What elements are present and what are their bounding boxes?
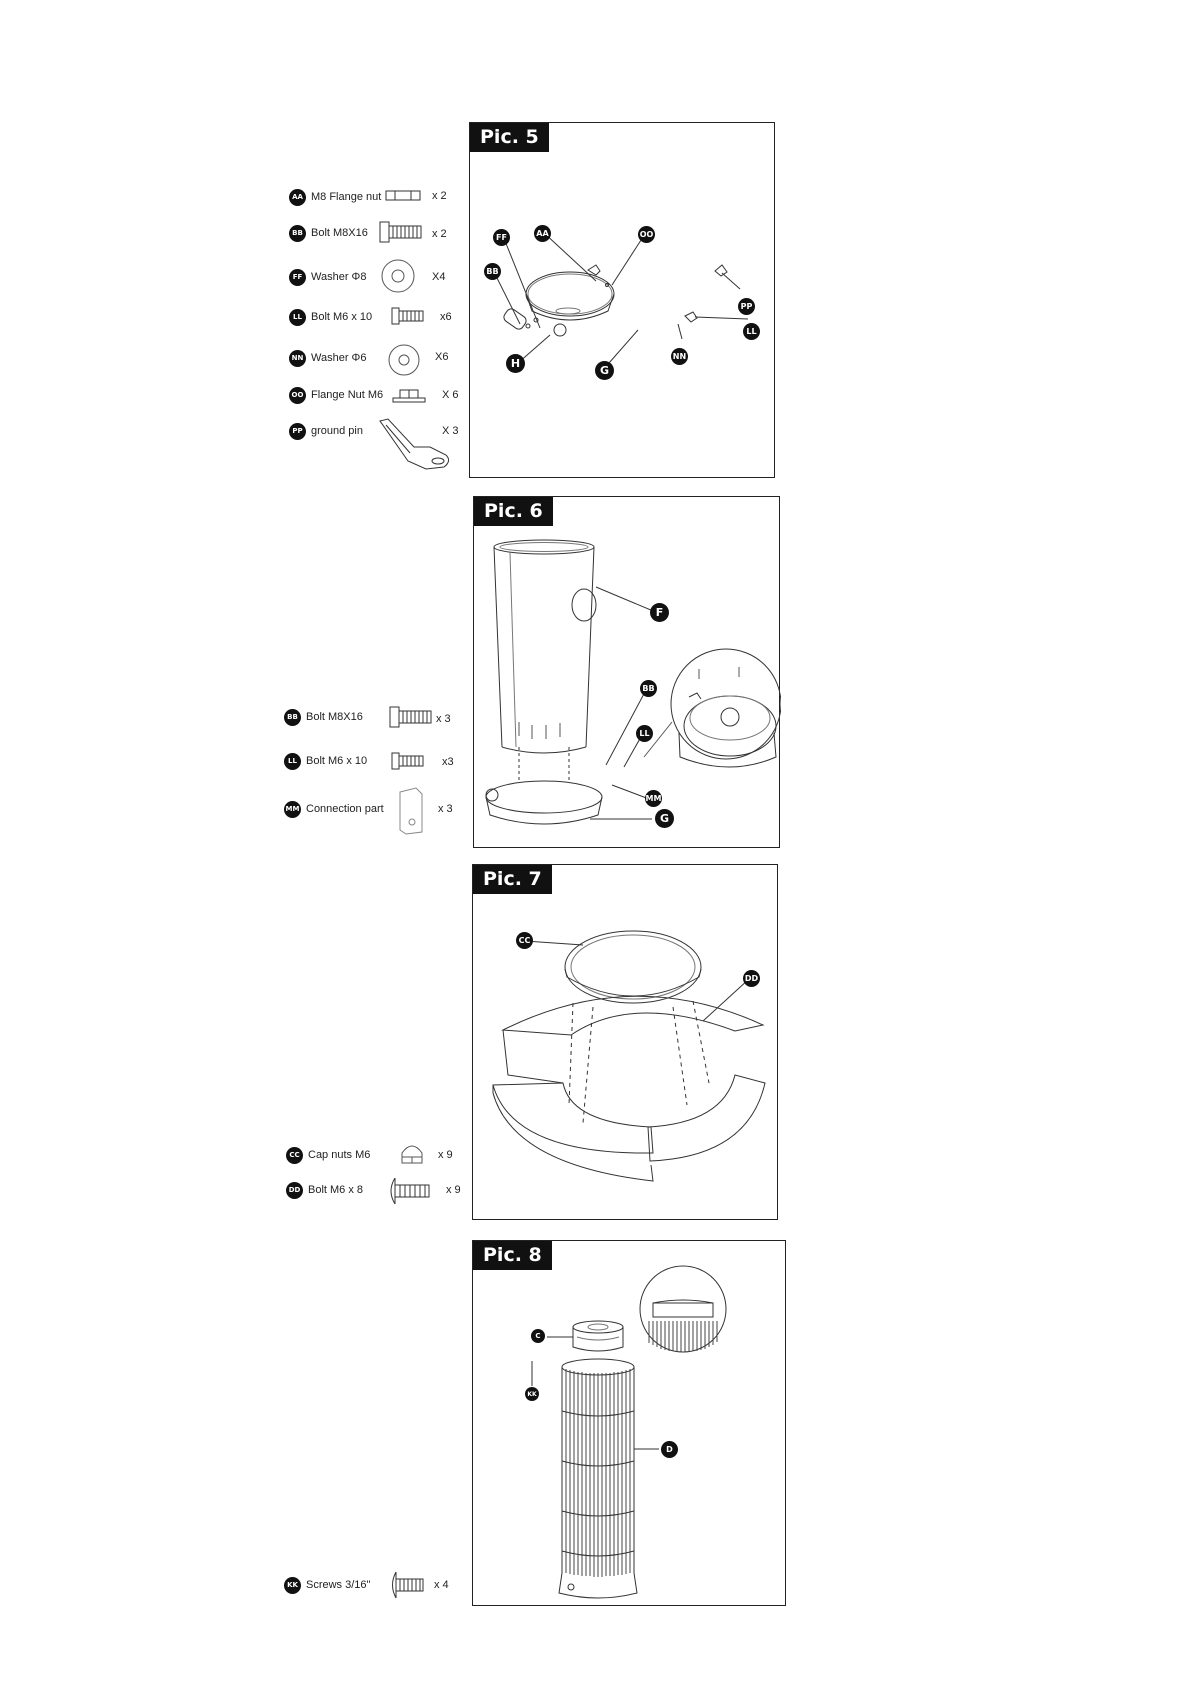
part-ll: LL Bolt M6 x 10 bbox=[289, 305, 372, 329]
pic7-label: Pic. 7 bbox=[473, 865, 552, 894]
part-dd: DD Bolt M6 x 8 bbox=[286, 1178, 363, 1202]
pic8-illustration bbox=[531, 1265, 727, 1599]
pic6-callout-ll: LL bbox=[636, 725, 653, 742]
pic6-panel: Pic. 6 bbox=[473, 496, 781, 848]
part-qty: X4 bbox=[432, 271, 446, 283]
part-qty: x 4 bbox=[434, 1579, 449, 1591]
part-code-badge: LL bbox=[289, 308, 306, 326]
pic7-callout-cc: CC bbox=[516, 932, 533, 949]
part-code-badge: KK bbox=[284, 1576, 301, 1594]
ground-pin-icon bbox=[379, 418, 450, 470]
part-name: ground pin bbox=[311, 425, 363, 437]
pic5-callout-bb: BB bbox=[484, 263, 501, 280]
part-qty: x6 bbox=[440, 311, 452, 323]
part-qty: X 6 bbox=[442, 389, 459, 401]
part-code-badge: AA bbox=[289, 188, 306, 206]
pic7-callout-dd: DD bbox=[743, 970, 760, 987]
part-qty: x 2 bbox=[432, 190, 447, 202]
part-mm: MM Connection part bbox=[284, 797, 384, 821]
part-code-badge: DD bbox=[286, 1181, 303, 1199]
part-code-badge: LL bbox=[284, 752, 301, 770]
part-qty: x 3 bbox=[438, 803, 453, 815]
pic6-callout-mm: MM bbox=[645, 790, 662, 807]
part-bb: BB Bolt M8X16 bbox=[284, 705, 363, 729]
part-name: Flange Nut M6 bbox=[311, 389, 384, 401]
part-ff: FF Washer Φ8 bbox=[289, 265, 366, 289]
flange-nut-m6-icon bbox=[392, 389, 426, 403]
part-aa: AA M8 Flange nut bbox=[289, 185, 381, 209]
part-name: Bolt M6 x 8 bbox=[308, 1184, 364, 1196]
part-qty: x 2 bbox=[432, 228, 447, 240]
washer-m6-icon bbox=[388, 344, 420, 376]
part-code-badge: BB bbox=[284, 708, 301, 726]
pic7-panel: Pic. 7 CC DD bbox=[472, 864, 778, 1220]
bolt-m6-icon bbox=[391, 307, 424, 325]
part-name: Washer Φ8 bbox=[311, 271, 367, 283]
pic5-callout-ff: FF bbox=[493, 229, 510, 246]
screw-icon bbox=[392, 1571, 424, 1599]
pic8-callout-d: D bbox=[661, 1441, 678, 1458]
part-code-badge: FF bbox=[289, 268, 306, 286]
part-name: Washer Φ6 bbox=[311, 352, 367, 364]
part-qty: X 3 bbox=[442, 425, 459, 437]
pic6-illustration bbox=[485, 539, 781, 825]
pic8-callout-c: C bbox=[531, 1329, 545, 1343]
part-oo: OO Flange Nut M6 bbox=[289, 383, 383, 407]
part-code-badge: NN bbox=[289, 349, 306, 367]
pic5-callout-h: H bbox=[506, 354, 525, 373]
part-qty: x 9 bbox=[438, 1149, 453, 1161]
bolt-m8-icon bbox=[379, 221, 422, 243]
connection-part-icon bbox=[399, 787, 423, 835]
part-ll: LL Bolt M6 x 10 bbox=[284, 749, 367, 773]
part-bb: BB Bolt M8X16 bbox=[289, 221, 368, 245]
part-qty: x3 bbox=[442, 756, 454, 768]
pic6-callout-bb: BB bbox=[640, 680, 657, 697]
part-cc: CC Cap nuts M6 bbox=[286, 1143, 370, 1167]
part-name: Cap nuts M6 bbox=[308, 1149, 371, 1161]
pic5-illustration bbox=[493, 231, 749, 372]
pic8-label: Pic. 8 bbox=[473, 1241, 552, 1270]
pic5-callout-nn: NN bbox=[671, 348, 688, 365]
part-pp: PP ground pin bbox=[289, 419, 363, 443]
pic5-label: Pic. 5 bbox=[470, 123, 549, 152]
part-name: Connection part bbox=[306, 803, 384, 815]
part-code-badge: OO bbox=[289, 386, 306, 404]
pic5-callout-aa: AA bbox=[534, 225, 551, 242]
pic5-callout-g: G bbox=[595, 361, 614, 380]
part-name: Screws 3/16" bbox=[306, 1579, 371, 1591]
flange-nut-m8-icon bbox=[385, 190, 421, 201]
pic8-panel: Pic. 8 bbox=[472, 1240, 786, 1606]
part-code-badge: CC bbox=[286, 1146, 303, 1164]
pic6-callout-g: G bbox=[655, 809, 674, 828]
part-qty: x 3 bbox=[436, 713, 451, 725]
bolt-m6-icon bbox=[391, 752, 424, 770]
pic5-callout-pp: PP bbox=[738, 298, 755, 315]
part-name: Bolt M6 x 10 bbox=[306, 755, 368, 767]
pic5-callout-oo: OO bbox=[638, 226, 655, 243]
bolt-m6x8-icon bbox=[390, 1177, 430, 1205]
part-name: M8 Flange nut bbox=[311, 191, 382, 203]
bolt-m8-icon bbox=[389, 706, 432, 728]
part-qty: X6 bbox=[435, 351, 449, 363]
part-name: Bolt M6 x 10 bbox=[311, 311, 373, 323]
part-code-badge: MM bbox=[284, 800, 301, 818]
pic6-label: Pic. 6 bbox=[474, 497, 553, 526]
pic5-panel: Pic. 5 bbox=[469, 122, 775, 478]
washer-m8-icon bbox=[381, 259, 415, 293]
cap-nut-icon bbox=[401, 1145, 423, 1164]
part-name: Bolt M8X16 bbox=[306, 711, 363, 723]
pic7-illustration bbox=[492, 930, 766, 1182]
part-name: Bolt M8X16 bbox=[311, 227, 368, 239]
part-nn: NN Washer Φ6 bbox=[289, 346, 366, 370]
pic5-callout-ll: LL bbox=[743, 323, 760, 340]
part-kk: KK Screws 3/16" bbox=[284, 1573, 370, 1597]
pic8-callout-kk: KK bbox=[525, 1387, 539, 1401]
part-qty: x 9 bbox=[446, 1184, 461, 1196]
part-code-badge: BB bbox=[289, 224, 306, 242]
pic6-callout-f: F bbox=[650, 603, 669, 622]
part-code-badge: PP bbox=[289, 422, 306, 440]
